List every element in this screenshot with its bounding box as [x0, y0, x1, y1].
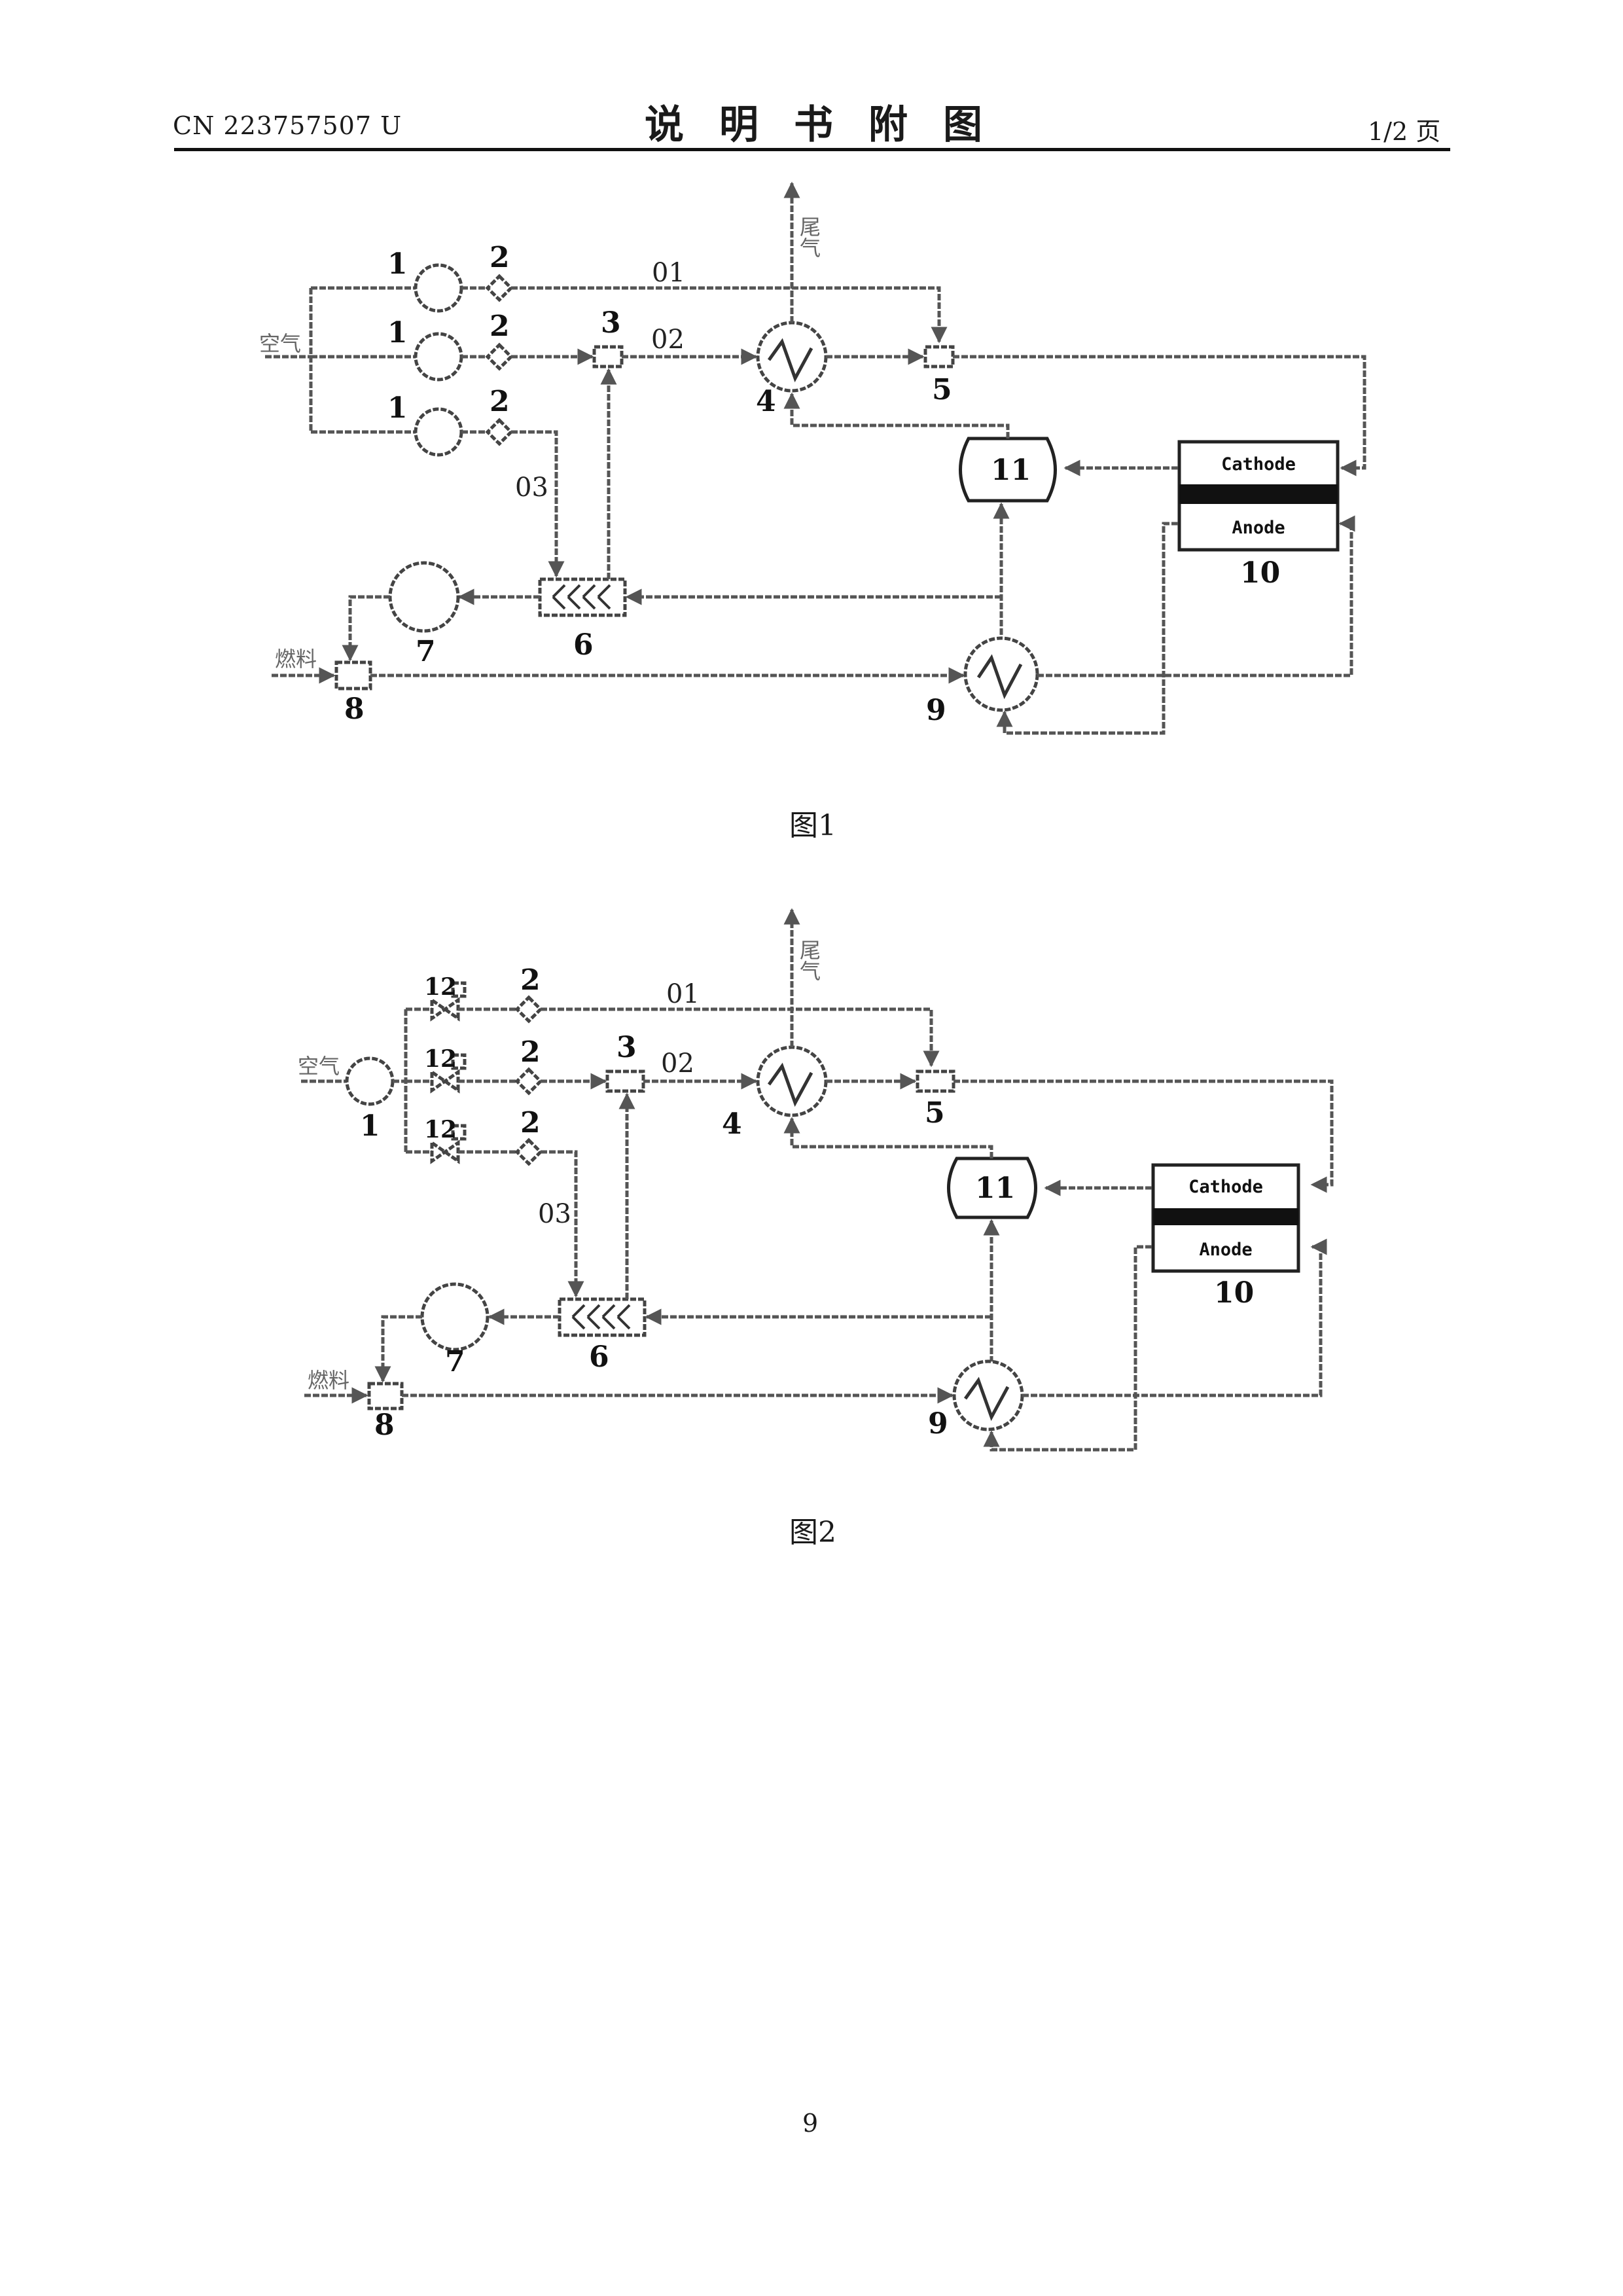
air-inlet-label-2: 空气 — [298, 1054, 340, 1079]
fuel-inlet-label: 燃料 — [275, 647, 317, 672]
pump-to-mixer8 — [350, 597, 390, 660]
mixer-3 — [594, 347, 622, 367]
fuel-inlet-label-2: 燃料 — [308, 1368, 349, 1393]
compressor-1 — [347, 1058, 393, 1104]
label-6-b: 6 — [589, 1340, 609, 1374]
line-label-02-b: 02 — [661, 1049, 694, 1079]
label-9-b: 9 — [928, 1407, 948, 1441]
electrolyte — [1179, 484, 1338, 504]
combustor-to-hx4-b — [792, 1119, 991, 1158]
pump-7 — [390, 563, 458, 631]
label-8-b: 8 — [374, 1408, 395, 1442]
line-label-03: 03 — [515, 473, 548, 503]
label-10-b: 10 — [1214, 1276, 1254, 1310]
anode-label: Anode — [1232, 518, 1285, 538]
compressor-1-bot — [416, 409, 461, 455]
label-1-top: 1 — [387, 247, 408, 281]
heat-exchanger-9 — [965, 638, 1037, 710]
label-12-top: 12 — [424, 973, 457, 1001]
filter-2-top — [488, 276, 511, 300]
page-info: 1/2 页 — [1368, 111, 1440, 147]
line-01-b — [541, 1009, 931, 1066]
compressor-1-top — [416, 265, 461, 311]
cathode-label-b: Cathode — [1188, 1177, 1263, 1197]
label-2-mid-b: 2 — [520, 1035, 541, 1069]
filter-2-mid-b — [517, 1069, 541, 1093]
label-1-bot: 1 — [387, 391, 408, 425]
mixer-5-b — [918, 1071, 954, 1091]
label-11-b: 11 — [975, 1172, 1015, 1205]
label-12-bot: 12 — [424, 1116, 457, 1143]
line-label-02: 02 — [651, 325, 685, 355]
label-2-top: 2 — [490, 241, 510, 274]
label-12-mid: 12 — [424, 1045, 457, 1073]
combustor-to-hx4 — [792, 394, 1008, 439]
label-2-bot: 2 — [490, 385, 510, 418]
cathode-label: Cathode — [1221, 454, 1296, 475]
compressor-1-mid — [416, 334, 461, 380]
filter-2-mid — [488, 345, 511, 368]
electrolyte-b — [1153, 1208, 1298, 1225]
label-8: 8 — [344, 692, 365, 726]
filter-2-bot — [488, 420, 511, 444]
figure-1-caption: 图1 — [789, 802, 836, 844]
label-3: 3 — [601, 306, 621, 340]
filter-2-bot-b — [517, 1140, 541, 1164]
anode-to-hx9 — [1005, 524, 1178, 733]
label-7: 7 — [416, 635, 436, 668]
mixer-8 — [336, 662, 370, 689]
header-rule — [174, 148, 1450, 151]
label-1-mid: 1 — [387, 316, 408, 350]
filter-2-top-b — [517, 997, 541, 1021]
label-2-mid: 2 — [490, 310, 510, 343]
document-title: 说明书附图 — [645, 93, 1018, 150]
label-9: 9 — [926, 694, 946, 727]
pump-to-mixer8-b — [383, 1317, 422, 1381]
figure-1-diagram: 空气 1 1 1 2 2 2 01 3 02 4 尾气 5 Cathode An… — [0, 157, 1623, 812]
label-2-top-b: 2 — [520, 963, 541, 997]
page-number: 9 — [802, 2109, 818, 2138]
label-7-b: 7 — [445, 1345, 465, 1378]
exhaust-label: 尾气 — [796, 216, 821, 258]
label-11: 11 — [991, 454, 1031, 487]
line-01 — [511, 288, 939, 342]
line-label-01: 01 — [652, 258, 685, 288]
label-6: 6 — [573, 628, 594, 662]
label-2-bot-b: 2 — [520, 1106, 541, 1139]
label-5: 5 — [932, 373, 952, 406]
label-10: 10 — [1240, 556, 1280, 590]
mixer-5 — [925, 347, 953, 367]
label-5-b: 5 — [925, 1096, 945, 1130]
anode-label-b: Anode — [1199, 1240, 1252, 1260]
line-label-03-b: 03 — [538, 1199, 571, 1229]
air-inlet-label: 空气 — [259, 331, 301, 356]
label-3-b: 3 — [616, 1031, 637, 1064]
heat-exchanger-4-b — [758, 1047, 826, 1115]
label-1: 1 — [360, 1109, 380, 1143]
figure-2-diagram: 空气 1 12 12 12 2 2 2 01 3 02 4 尾气 5 — [0, 877, 1623, 1532]
heat-exchanger-9-b — [954, 1361, 1022, 1429]
mixer-8-b — [369, 1384, 402, 1408]
figure-2-caption: 图2 — [789, 1509, 836, 1551]
anode-to-hx9-b — [991, 1247, 1152, 1450]
mixer-3-b — [607, 1071, 643, 1091]
label-4-b: 4 — [722, 1107, 742, 1141]
pump-7-b — [422, 1284, 488, 1350]
line-03 — [511, 432, 556, 576]
line-label-01-b: 01 — [666, 979, 700, 1009]
exhaust-label-b: 尾气 — [796, 939, 821, 981]
document-number: CN 223757507 U — [173, 111, 402, 140]
heat-exchanger-4 — [758, 323, 826, 391]
label-4: 4 — [756, 385, 776, 418]
